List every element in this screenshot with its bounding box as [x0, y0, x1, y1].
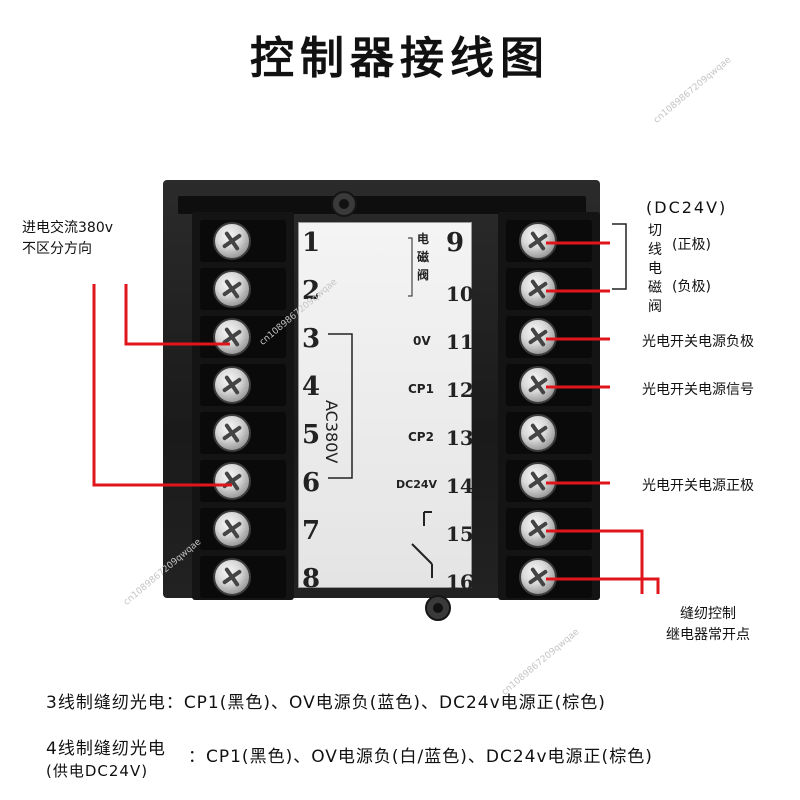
- terminal-screw-15[interactable]: [519, 510, 557, 548]
- terminal-screw-6[interactable]: [213, 462, 251, 500]
- valve-bracket: [408, 237, 413, 297]
- page-title: 控制器接线图: [250, 33, 550, 84]
- terminal-screw-2[interactable]: [213, 270, 251, 308]
- terminal-number-10: 10: [446, 282, 474, 306]
- power-wire-terminal-6: [92, 284, 232, 487]
- controller-top-ridge: [178, 196, 586, 214]
- terminal-screw-3[interactable]: [213, 318, 251, 356]
- panel-label-cp2: CP2: [408, 430, 434, 444]
- terminal-12-label: 光电开关电源信号: [642, 382, 754, 398]
- terminal-label-panel: [298, 222, 472, 588]
- power-wire-terminal-3: [124, 284, 230, 346]
- wire-terminal-15: [546, 529, 644, 594]
- panel-label-dc24v: DC24V: [396, 478, 438, 491]
- terminal-number-9: 9: [446, 228, 465, 258]
- mounting-tab-bottom: [425, 595, 451, 621]
- panel-label-cp1: CP1: [408, 382, 434, 396]
- relay-label: 缝纫控制 继电器常开点: [666, 604, 750, 646]
- three-wire-note: 3线制缝纫光电：CP1(黑色)、OV电源负(蓝色)、DC24v电源正(棕色): [46, 693, 606, 713]
- power-input-line1: 进电交流380v: [22, 220, 114, 236]
- ac380v-bracket: [328, 333, 353, 479]
- cut-valve-label: 切线电磁阀: [648, 223, 662, 315]
- terminal-number-15: 15: [446, 522, 474, 546]
- terminal-number-3: 3: [302, 324, 321, 354]
- wire-terminal-16: [546, 577, 660, 594]
- four-wire-label: 4线制缝纫光电 (供电DC24V): [46, 738, 166, 782]
- panel-label-0v: 0V: [413, 334, 431, 348]
- terminal-screw-14[interactable]: [519, 462, 557, 500]
- terminal-number-14: 14: [446, 474, 474, 498]
- terminal-screw-1[interactable]: [213, 222, 251, 260]
- terminal-screw-12[interactable]: [519, 366, 557, 404]
- power-input-label: 进电交流380v 不区分方向: [22, 218, 113, 260]
- terminal-number-12: 12: [446, 378, 474, 402]
- terminal-screw-13[interactable]: [519, 414, 557, 452]
- relay-label-line2: 继电器常开点: [666, 627, 750, 643]
- solenoid-valve-panel-label: 电磁阀: [416, 232, 429, 282]
- terminal-screw-8[interactable]: [213, 558, 251, 596]
- terminal-screw-7[interactable]: [213, 510, 251, 548]
- terminal-screw-4[interactable]: [213, 366, 251, 404]
- dc24v-label: (DC24V): [646, 198, 728, 217]
- mounting-tab-top: [331, 191, 357, 217]
- terminal-screw-16[interactable]: [519, 558, 557, 596]
- terminal-number-2: 2: [302, 276, 321, 306]
- terminal-number-1: 1: [302, 228, 321, 258]
- terminal-number-6: 6: [302, 468, 321, 498]
- terminal-number-5: 5: [302, 420, 321, 450]
- terminal-14-label: 光电开关电源正极: [642, 478, 754, 494]
- positive-pole-label: (正极): [672, 237, 711, 253]
- terminal-number-4: 4: [302, 372, 321, 402]
- cut-valve-bracket: [612, 223, 627, 290]
- negative-pole-label: (负极): [672, 279, 711, 295]
- terminal-11-label: 光电开关电源负极: [642, 334, 754, 350]
- terminal-number-11: 11: [446, 330, 474, 354]
- terminal-number-16: 16: [446, 570, 474, 594]
- terminal-number-13: 13: [446, 426, 474, 450]
- four-wire-label-line1: 4线制缝纫光电: [46, 739, 166, 759]
- terminal-number-7: 7: [302, 516, 321, 546]
- terminal-screw-11[interactable]: [519, 318, 557, 356]
- relay-label-line1: 缝纫控制: [680, 606, 736, 622]
- relay-contact-switch: [411, 543, 433, 565]
- terminal-screw-10[interactable]: [519, 270, 557, 308]
- power-input-line2: 不区分方向: [22, 241, 92, 257]
- four-wire-note: ：CP1(黑色)、OV电源负(白/蓝色)、DC24v电源正(棕色): [188, 747, 653, 767]
- terminal-screw-5[interactable]: [213, 414, 251, 452]
- terminal-screw-9[interactable]: [519, 222, 557, 260]
- terminal-number-8: 8: [302, 564, 321, 594]
- four-wire-label-line2: (供电DC24V): [46, 762, 149, 780]
